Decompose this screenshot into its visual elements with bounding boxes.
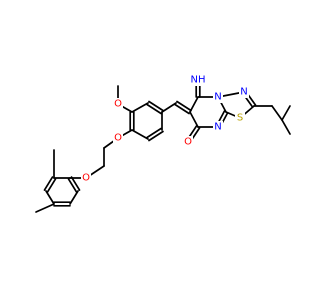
single-bond [45,190,55,205]
atom-o4: O [81,172,91,184]
atom-o1: O [183,136,193,148]
atom-label-text: O [114,99,122,110]
double-bond-line [146,103,162,115]
atom-label-text: N [214,92,221,103]
atom-o3: O [113,132,123,144]
atom-nh: NH [190,74,206,86]
molecule-canvas: O O O O NH N N N S [35,74,291,213]
atom-label-background [190,74,206,86]
single-bond [69,190,79,205]
double-bond-line [148,100,164,112]
double-bond-line [148,130,164,142]
double-bond-line [176,100,192,112]
atom-label-text: S [237,113,243,124]
atom-o2: O [113,98,123,110]
atom-n2: N [239,86,249,98]
single-bond [189,111,199,128]
atom-label-background [235,112,245,124]
single-bond [271,105,283,121]
atom-label-text: N [240,87,247,98]
double-bond-line [46,178,57,193]
double-bond-line [70,176,81,191]
atom-label-background [113,98,123,110]
atom-s1: S [235,112,245,124]
atom-label-background [183,136,193,148]
single-bond [161,102,177,113]
atom-label-background [113,132,123,144]
atom-n1: N [213,91,223,103]
atom-label-background [81,172,91,184]
single-bond [189,96,199,113]
molecule-structure-diagram: O O O O NH N N N S [35,74,291,213]
atom-label-text: NH [191,75,206,86]
single-bond [35,203,55,213]
atom-label-text: O [184,137,192,148]
single-bond [131,102,149,113]
double-bond-line [67,178,78,193]
single-bond [281,105,291,121]
single-bond [131,129,149,140]
atom-label-text: O [82,173,90,184]
atom-label-text: N [214,122,221,133]
atom-label-layer: O O O O NH N N N S [81,74,249,184]
atom-label-background [213,91,223,103]
double-bond-line [146,127,162,139]
double-bond-line [43,176,54,191]
atom-n3: N [213,121,223,133]
atom-label-background [239,86,249,98]
double-bond-line [174,103,190,115]
single-bond [281,119,291,135]
bond-layer [35,79,291,213]
atom-label-text: O [114,133,122,144]
atom-label-background [213,121,223,133]
